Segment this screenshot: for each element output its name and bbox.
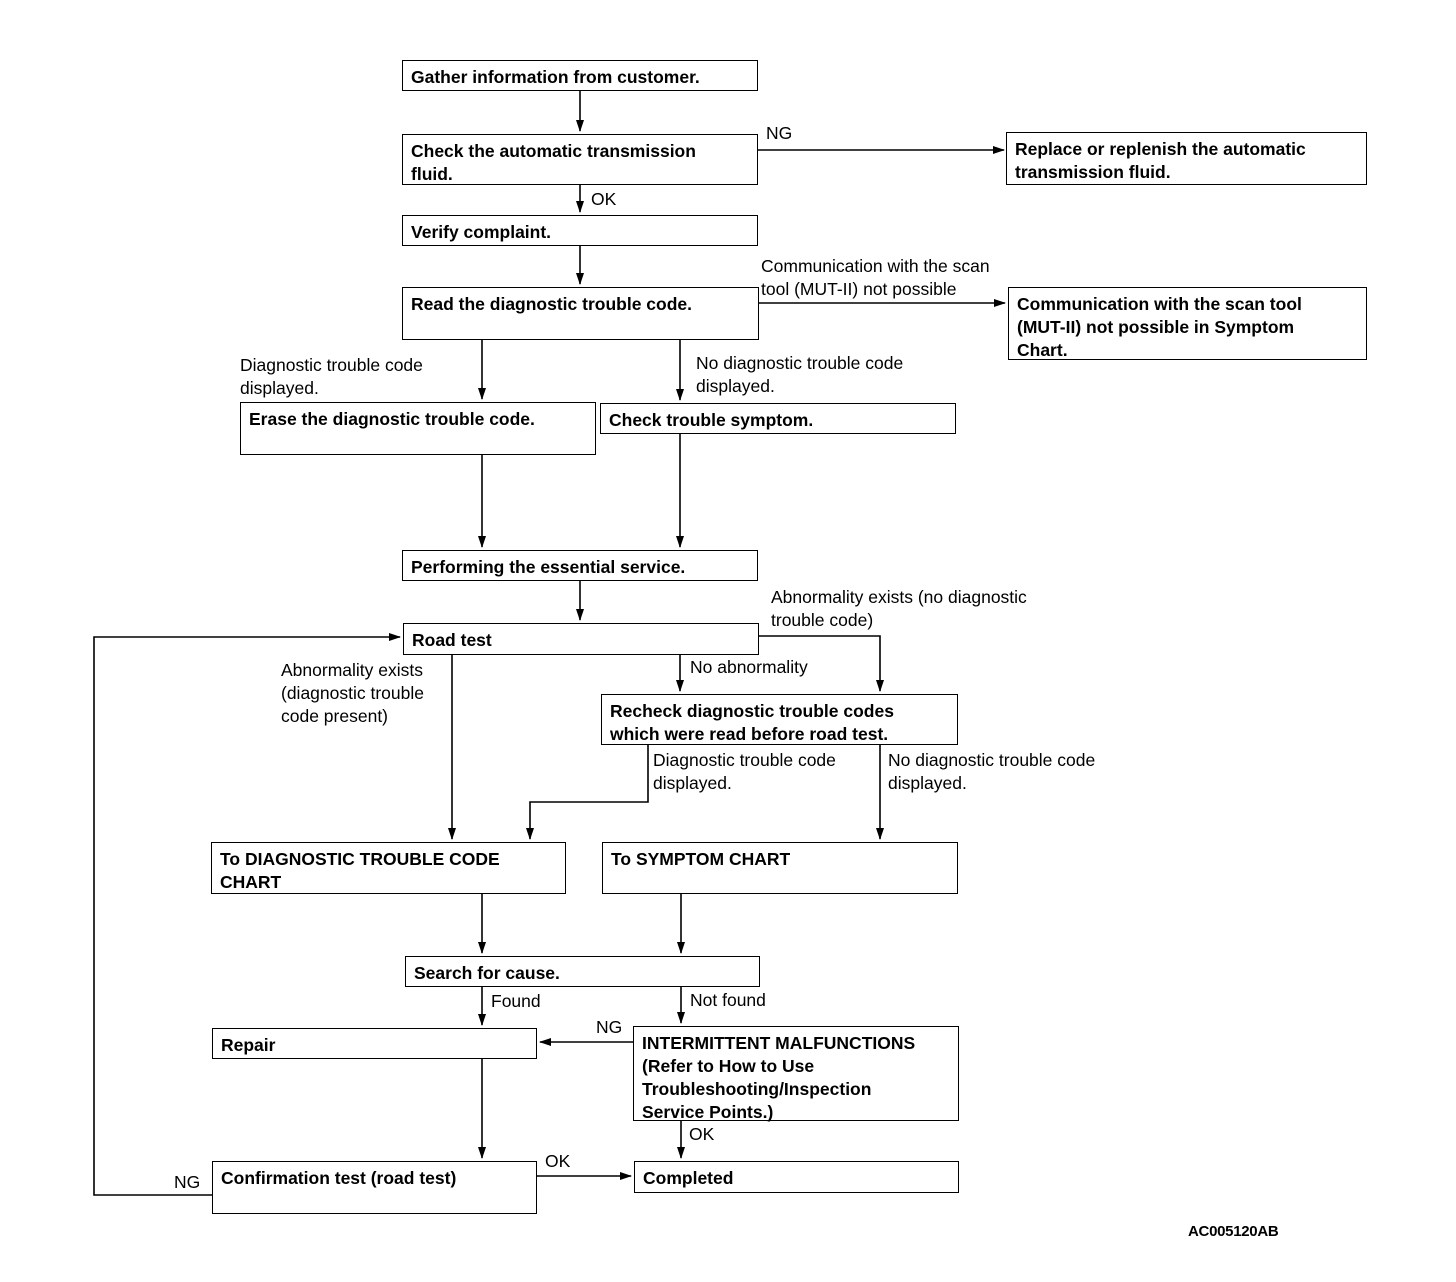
label-dtc-displayed-2: Diagnostic trouble code displayed.: [653, 750, 836, 793]
label-abnormality-no-dtc: Abnormality exists (no diagnostic troubl…: [771, 587, 1027, 630]
label-no-abnormality: No abnormality: [690, 657, 808, 677]
label-ok-confirmation: OK: [545, 1151, 571, 1171]
box-gather-information: Gather information from customer.: [402, 60, 758, 91]
figure-code: AC005120AB: [1188, 1223, 1279, 1240]
box-replace-fluid: Replace or replenish the automatic trans…: [1006, 132, 1367, 185]
label-ok-intermittent: OK: [689, 1124, 715, 1144]
label-ng-confirmation: NG: [174, 1172, 201, 1192]
box-essential-service: Performing the essential service.: [402, 550, 758, 581]
label-comm-not-possible: Communication with the scan tool (MUT-II…: [761, 256, 990, 299]
label-no-dtc-displayed-1: No diagnostic trouble code displayed.: [696, 353, 904, 396]
label-no-dtc-displayed-2: No diagnostic trouble code displayed.: [888, 750, 1096, 793]
label-not-found: Not found: [690, 990, 766, 1010]
arrow-roadtest-abnormality-no-dtc: [759, 635, 884, 692]
box-to-dtc-chart: To DIAGNOSTIC TROUBLE CODE CHART: [211, 842, 566, 894]
box-check-fluid: Check the automatic transmission fluid.: [402, 134, 758, 185]
box-recheck-dtc: Recheck diagnostic trouble codes which w…: [601, 694, 958, 745]
label-dtc-displayed-1: Diagnostic trouble code displayed.: [240, 355, 423, 398]
box-road-test: Road test: [403, 623, 759, 655]
box-completed: Completed: [634, 1161, 959, 1193]
box-to-symptom-chart: To SYMPTOM CHART: [602, 842, 958, 894]
box-search-cause: Search for cause.: [405, 956, 760, 987]
label-abnormality-dtc: Abnormality exists (diagnostic trouble c…: [281, 660, 424, 726]
label-ng-fluid: NG: [766, 123, 793, 143]
label-found: Found: [491, 991, 541, 1011]
label-ng-intermittent: NG: [596, 1017, 623, 1037]
box-intermittent-malfunctions: INTERMITTENT MALFUNCTIONS (Refer to How …: [633, 1026, 959, 1122]
box-erase-dtc: Erase the diagnostic trouble code.: [240, 402, 596, 455]
arrow-recheck-dtc-to-dtc-chart: [526, 745, 649, 840]
box-comm-symptom-chart: Communication with the scan tool (MUT-II…: [1008, 287, 1367, 360]
arrow-confirmation-ng-roadtest: [93, 633, 401, 1196]
box-repair: Repair: [212, 1028, 537, 1059]
box-check-trouble-symptom: Check trouble symptom.: [600, 403, 956, 434]
box-confirmation-test: Confirmation test (road test): [212, 1161, 537, 1214]
label-ok-fluid: OK: [591, 189, 617, 209]
box-read-dtc: Read the diagnostic trouble code.: [402, 287, 759, 340]
box-verify-complaint: Verify complaint.: [402, 215, 758, 246]
